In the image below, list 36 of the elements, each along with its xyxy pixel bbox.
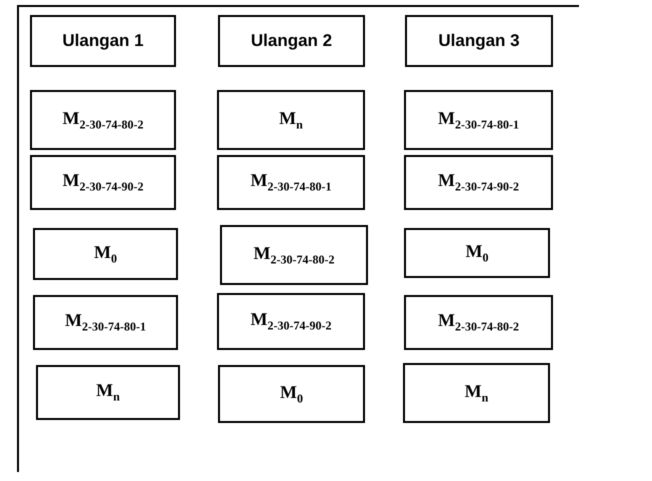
- treatment-plot-box: [404, 90, 553, 150]
- treatment-code: M$_{2-30-74-90-2}$: [250, 309, 332, 334]
- treatment-plot-box: [36, 365, 180, 420]
- replicate-label: Ulangan 3: [438, 31, 520, 51]
- treatment-code: M$_{2-30-74-80-1}$: [250, 170, 332, 195]
- treatment-code: M$_{2-30-74-80-2}$: [438, 310, 519, 335]
- treatment-code: M$_{0}$: [280, 382, 303, 406]
- treatment-code: M$_{2-30-74-80-2}$: [62, 108, 144, 132]
- replicate-header-box: [218, 15, 365, 67]
- treatment-plot-box: [33, 295, 178, 350]
- treatment-plot-box: [404, 295, 553, 350]
- treatment-plot-box: [404, 155, 553, 210]
- treatment-plot-box: [404, 228, 550, 278]
- treatment-code: M$_{2-30-74-90-2}$: [438, 170, 519, 195]
- treatment-plot-box: [33, 228, 178, 280]
- treatment-code: M$_{2-30-74-80-1}$: [65, 310, 146, 335]
- replicate-header-box: [405, 15, 553, 67]
- treatment-plot-box: [30, 90, 176, 150]
- treatment-plot-box: [217, 155, 365, 210]
- treatment-plot-box: [217, 293, 365, 350]
- replicate-label: Ulangan 1: [62, 31, 144, 51]
- treatment-code: M$_{0}$: [94, 242, 117, 266]
- treatment-plot-box: [218, 365, 365, 423]
- treatment-code: M$_{2-30-74-80-2}$: [254, 242, 334, 268]
- replicate-header-box: [30, 15, 176, 67]
- treatment-plot-box: [30, 155, 176, 210]
- treatment-code: M$_{n}$: [464, 380, 488, 406]
- treatment-code: M$_{n}$: [279, 108, 303, 132]
- treatment-code: M$_{2-30-74-90-2}$: [62, 170, 144, 195]
- replicate-label: Ulangan 2: [250, 31, 332, 51]
- treatment-code: M$_{0}$: [466, 240, 488, 266]
- treatment-plot-box: [403, 363, 550, 423]
- treatment-plot-box: [220, 225, 368, 285]
- treatment-plot-box: [217, 90, 365, 150]
- treatment-code: M$_{n}$: [96, 380, 120, 405]
- treatment-code: M$_{2-30-74-80-1}$: [438, 108, 519, 132]
